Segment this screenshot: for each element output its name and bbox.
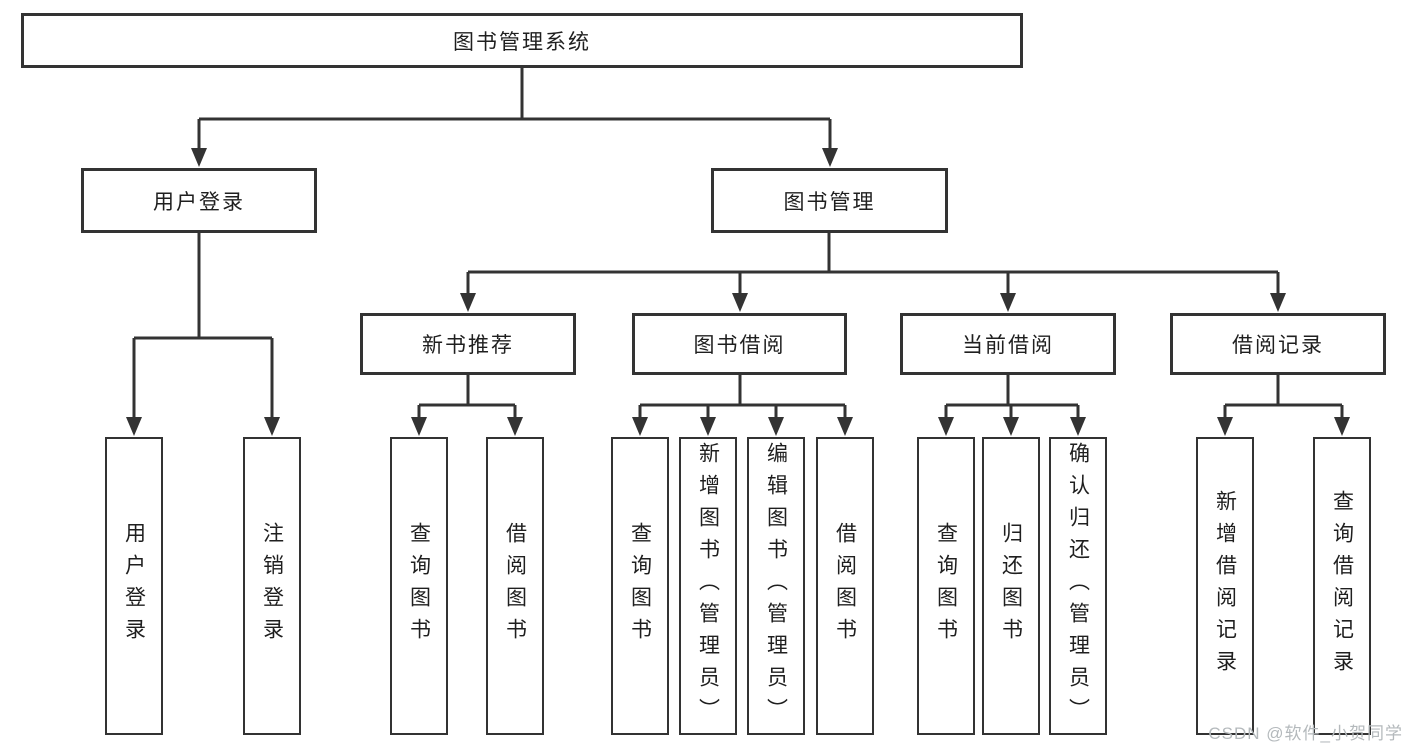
node-leaf-borrow-book-2-label: 借阅图书 bbox=[833, 522, 857, 650]
node-root-label: 图书管理系统 bbox=[453, 30, 591, 54]
node-book-management: 图书管理 bbox=[711, 168, 948, 233]
node-leaf-borrow-book-1-label: 借阅图书 bbox=[503, 522, 527, 650]
node-leaf-confirm-return-admin: 确认归还（管理员） bbox=[1049, 437, 1107, 735]
node-leaf-query-book-2-label: 查询图书 bbox=[628, 522, 652, 650]
node-leaf-borrow-book-2: 借阅图书 bbox=[816, 437, 874, 735]
node-leaf-logout: 注销登录 bbox=[243, 437, 301, 735]
node-borrow-records-label: 借阅记录 bbox=[1232, 334, 1324, 357]
node-new-book-recommend: 新书推荐 bbox=[360, 313, 576, 375]
node-leaf-user-login: 用户登录 bbox=[105, 437, 163, 735]
node-leaf-add-book-admin-label: 新增图书（管理员） bbox=[696, 442, 720, 730]
node-leaf-edit-book-admin-label: 编辑图书（管理员） bbox=[764, 442, 788, 730]
node-leaf-borrow-book-1: 借阅图书 bbox=[486, 437, 544, 735]
watermark: CSDN @软件_小贺同学 bbox=[1208, 724, 1403, 743]
node-current-borrow: 当前借阅 bbox=[900, 313, 1116, 375]
node-leaf-return-book-label: 归还图书 bbox=[999, 522, 1023, 650]
node-leaf-query-book-1: 查询图书 bbox=[390, 437, 448, 735]
node-user-login: 用户登录 bbox=[81, 168, 317, 233]
node-leaf-add-book-admin: 新增图书（管理员） bbox=[679, 437, 737, 735]
node-current-borrow-label: 当前借阅 bbox=[962, 334, 1054, 357]
node-leaf-add-borrow-record-label: 新增借阅记录 bbox=[1213, 490, 1237, 682]
node-new-book-recommend-label: 新书推荐 bbox=[422, 334, 514, 357]
node-borrow-records: 借阅记录 bbox=[1170, 313, 1386, 375]
node-root: 图书管理系统 bbox=[21, 13, 1023, 68]
node-leaf-query-book-1-label: 查询图书 bbox=[407, 522, 431, 650]
node-leaf-query-borrow-record: 查询借阅记录 bbox=[1313, 437, 1371, 735]
arrowheads bbox=[126, 148, 1350, 436]
node-book-borrow-label: 图书借阅 bbox=[693, 334, 786, 357]
node-leaf-return-book: 归还图书 bbox=[982, 437, 1040, 735]
node-leaf-confirm-return-admin-label: 确认归还（管理员） bbox=[1066, 442, 1090, 730]
node-leaf-logout-label: 注销登录 bbox=[260, 522, 284, 650]
node-book-borrow: 图书借阅 bbox=[632, 313, 847, 375]
node-leaf-query-borrow-record-label: 查询借阅记录 bbox=[1330, 490, 1354, 682]
node-book-management-label: 图书管理 bbox=[783, 190, 876, 214]
node-leaf-add-borrow-record: 新增借阅记录 bbox=[1196, 437, 1254, 735]
node-leaf-edit-book-admin: 编辑图书（管理员） bbox=[747, 437, 805, 735]
node-leaf-query-book-3-label: 查询图书 bbox=[934, 522, 958, 650]
node-leaf-user-login-label: 用户登录 bbox=[122, 522, 146, 650]
node-leaf-query-book-3: 查询图书 bbox=[917, 437, 975, 735]
node-leaf-query-book-2: 查询图书 bbox=[611, 437, 669, 735]
node-user-login-label: 用户登录 bbox=[153, 190, 245, 214]
